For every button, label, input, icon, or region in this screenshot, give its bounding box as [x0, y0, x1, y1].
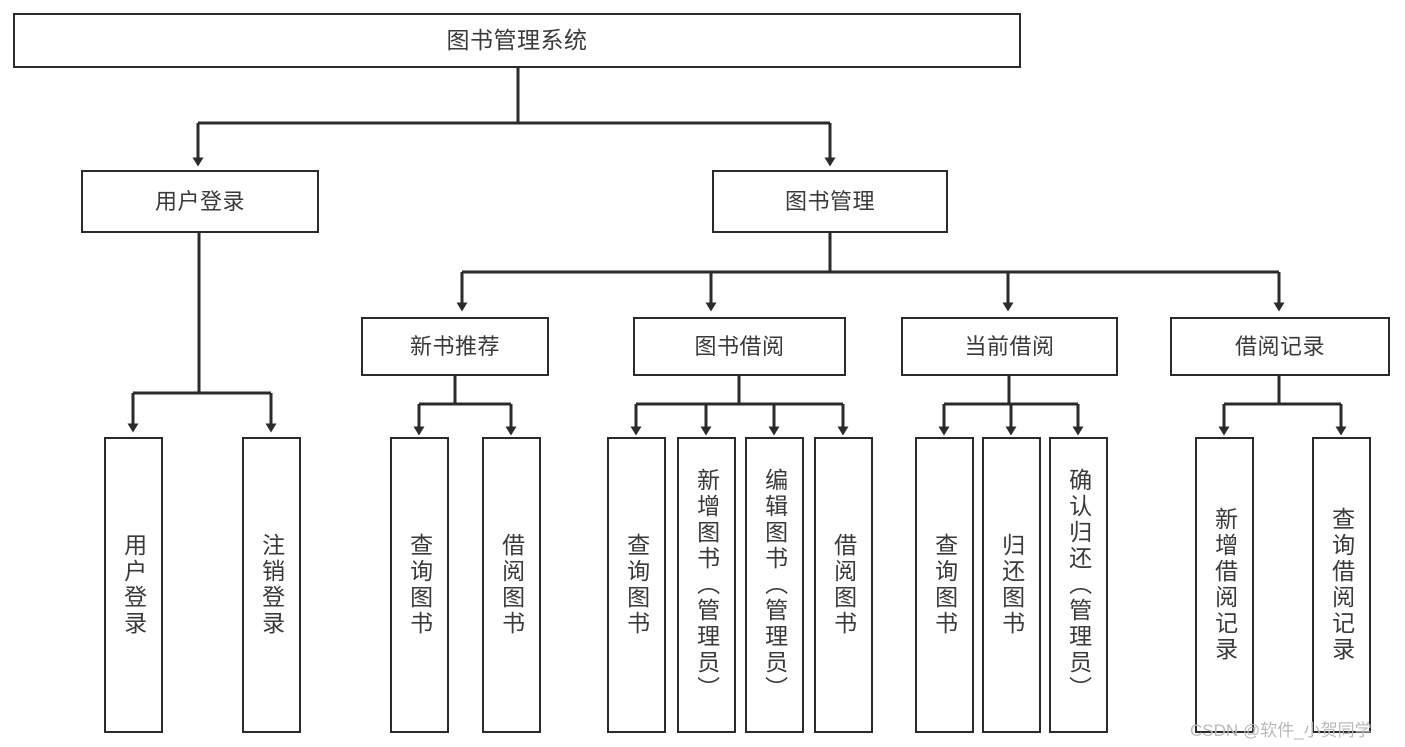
leaf-book-borrow-edit[interactable]: 编辑图书（管理员） [745, 437, 804, 733]
node-label: 借阅记录 [1234, 333, 1325, 359]
node-borrow-records[interactable]: 借阅记录 [1170, 317, 1390, 376]
leaf-current-borrow-confirm-return[interactable]: 确认归还（管理员） [1049, 437, 1108, 733]
node-book-borrow[interactable]: 图书借阅 [633, 317, 846, 376]
node-label: 当前借阅 [964, 333, 1055, 359]
leaf-new-book-query[interactable]: 查询图书 [390, 437, 449, 733]
node-label: 图书借阅 [694, 333, 785, 359]
node-book-management[interactable]: 图书管理 [712, 170, 948, 233]
node-label: 借阅图书 [830, 533, 857, 637]
node-label: 用户登录 [120, 533, 147, 637]
leaf-current-borrow-query[interactable]: 查询图书 [915, 437, 974, 733]
leaf-book-borrow-borrow[interactable]: 借阅图书 [814, 437, 873, 733]
node-label: 新书推荐 [409, 333, 500, 359]
leaf-user-login-logout[interactable]: 注销登录 [242, 437, 301, 733]
leaf-new-book-borrow[interactable]: 借阅图书 [482, 437, 541, 733]
node-label: 查询图书 [406, 533, 433, 637]
node-label: 确认归还（管理员） [1065, 468, 1092, 702]
leaf-borrow-record-add[interactable]: 新增借阅记录 [1195, 437, 1254, 733]
node-current-borrow[interactable]: 当前借阅 [901, 317, 1118, 376]
node-label: 图书管理 [784, 188, 875, 214]
node-label: 图书管理系统 [446, 26, 588, 53]
node-label: 注销登录 [258, 533, 285, 637]
node-label: 用户登录 [154, 188, 245, 214]
node-label: 查询图书 [623, 533, 650, 637]
watermark: CSDN @软件_小贺同学 [1190, 721, 1372, 740]
leaf-book-borrow-query[interactable]: 查询图书 [607, 437, 666, 733]
node-label: 查询借阅记录 [1328, 507, 1355, 663]
leaf-book-borrow-add[interactable]: 新增图书（管理员） [677, 437, 736, 733]
node-root-book-management-system[interactable]: 图书管理系统 [13, 13, 1021, 68]
node-label: 归还图书 [998, 533, 1025, 637]
node-label: 借阅图书 [498, 533, 525, 637]
node-label: 新增借阅记录 [1211, 507, 1238, 663]
leaf-current-borrow-return[interactable]: 归还图书 [982, 437, 1041, 733]
node-new-book-recommend[interactable]: 新书推荐 [361, 317, 549, 376]
leaf-borrow-record-query[interactable]: 查询借阅记录 [1312, 437, 1371, 733]
node-label: 编辑图书（管理员） [761, 468, 788, 702]
node-label: 查询图书 [931, 533, 958, 637]
leaf-user-login-login[interactable]: 用户登录 [104, 437, 163, 733]
node-label: 新增图书（管理员） [693, 468, 720, 702]
node-user-login[interactable]: 用户登录 [81, 170, 319, 233]
